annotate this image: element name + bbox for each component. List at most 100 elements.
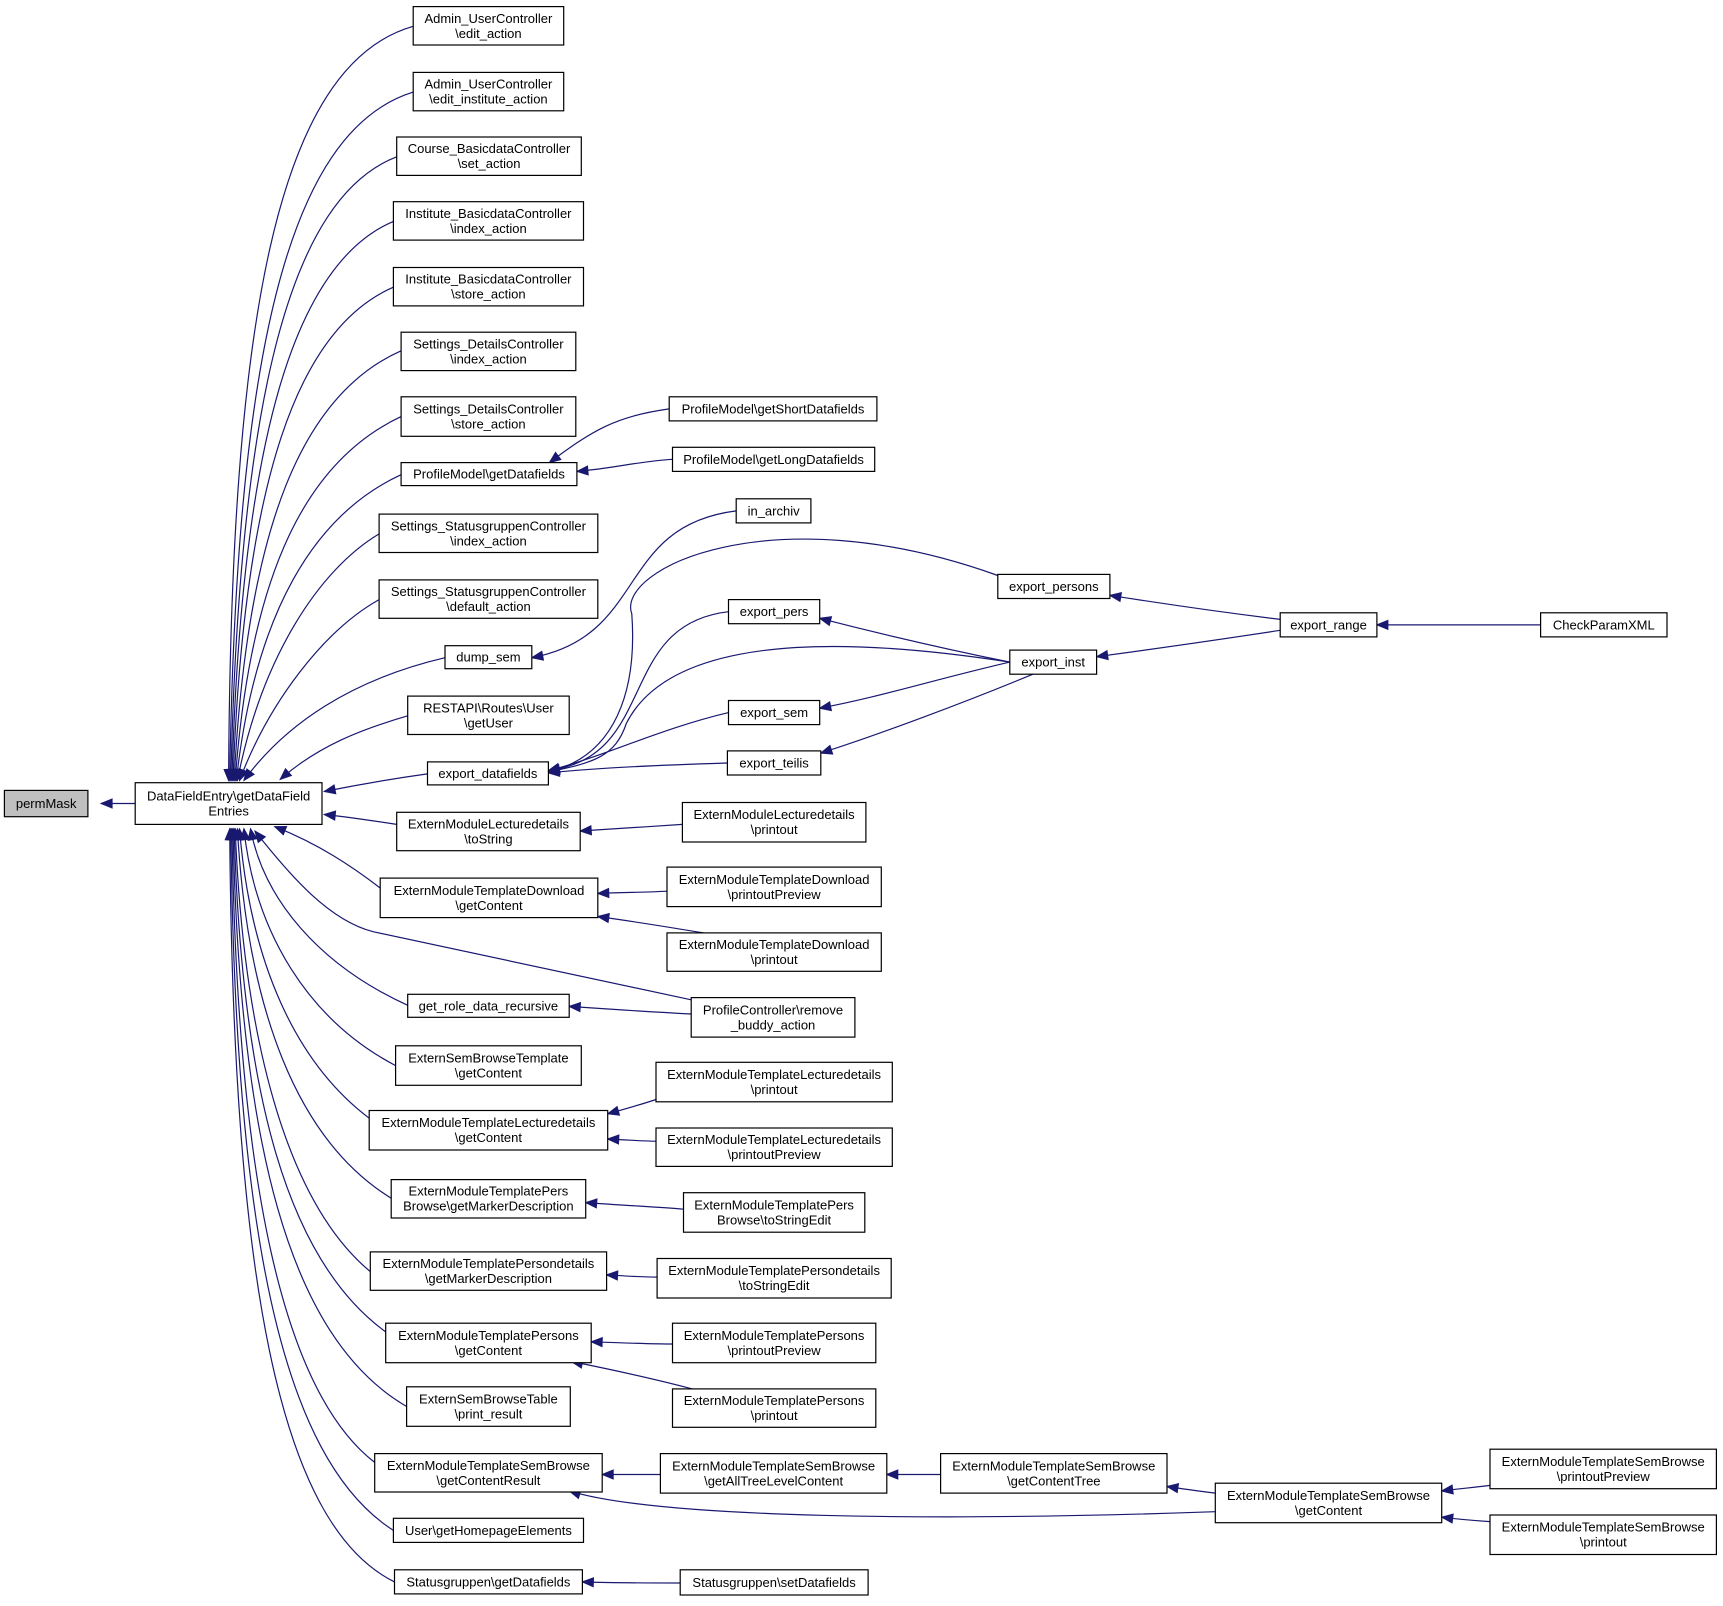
edge-line xyxy=(580,823,683,832)
node-label: ExternModuleTemplateDownload xyxy=(394,883,585,898)
arrowhead-icon xyxy=(885,1469,899,1480)
edge-n26-to-n1 xyxy=(224,827,395,1583)
graph-node[interactable]: Institute_BasicdataController\index_acti… xyxy=(392,201,585,241)
edge-line xyxy=(531,510,737,659)
graph-node[interactable]: ExternModuleLecturedetails\printout xyxy=(681,801,867,843)
graph-node[interactable]: ExternModuleTemplatePersons\printout xyxy=(671,1388,877,1428)
arrowhead-icon xyxy=(1375,619,1389,631)
node-label: export_teilis xyxy=(739,756,809,771)
node-box xyxy=(395,1045,582,1086)
graph-node[interactable]: Settings_DetailsController\index_action xyxy=(400,331,577,372)
graph-node[interactable]: export_teilis xyxy=(726,750,822,776)
edge-n5-to-n1 xyxy=(226,220,394,782)
graph-node[interactable]: ProfileModel\getShortDatafields xyxy=(668,396,878,422)
arrowhead-icon xyxy=(596,912,610,924)
node-label: \index_action xyxy=(450,533,527,548)
edge-n35-to-n33 xyxy=(1108,591,1281,620)
graph-node[interactable]: ExternModuleTemplatePersBrowse\toStringE… xyxy=(682,1192,866,1233)
graph-node[interactable]: ExternModuleTemplateSemBrowse\getContent xyxy=(1214,1482,1443,1524)
edge-line xyxy=(229,91,414,781)
graph-node[interactable]: ExternModuleTemplatePersondetails\toStri… xyxy=(656,1257,892,1299)
node-label: \print_result xyxy=(454,1407,522,1422)
graph-node[interactable]: User\getHomepageElements xyxy=(392,1517,585,1544)
graph-node[interactable]: ExternModuleTemplateLecturedetails\print… xyxy=(655,1127,893,1168)
graph-node[interactable]: ExternSemBrowseTable\print_result xyxy=(406,1386,571,1427)
node-label: \printoutPreview xyxy=(727,1147,821,1162)
graph-node[interactable]: ExternModuleTemplateSemBrowse\printoutPr… xyxy=(1489,1448,1717,1490)
graph-node[interactable]: get_role_data_recursive xyxy=(407,993,570,1018)
graph-node[interactable]: Institute_BasicdataController\store_acti… xyxy=(392,266,585,307)
node-label: DataFieldEntry\getDataField xyxy=(147,789,310,804)
graph-node[interactable]: ExternModuleTemplateLecturedetails\getCo… xyxy=(368,1109,609,1151)
edge-line xyxy=(233,828,387,1333)
graph-node[interactable]: ProfileModel\getDatafields xyxy=(400,462,578,487)
node-label: ExternModuleTemplateLecturedetails xyxy=(381,1115,595,1130)
edge-n21-to-n1 xyxy=(230,827,371,1273)
edge-line xyxy=(232,286,394,781)
arrowhead-icon xyxy=(322,784,337,795)
graph-node[interactable]: Admin_UserController\edit_action xyxy=(412,5,565,46)
graph-node[interactable]: RESTAPI\Routes\User\getUser xyxy=(407,695,570,736)
edge-n6-to-n1 xyxy=(228,286,394,782)
edge-n34-to-n14 xyxy=(547,645,1010,775)
graph-node[interactable]: ExternModuleTemplateSemBrowse\getContent… xyxy=(374,1452,603,1493)
edges-layer xyxy=(99,25,1541,1588)
node-box xyxy=(400,396,577,437)
graph-node[interactable]: Settings_StatusgruppenController\index_a… xyxy=(378,513,599,554)
graph-node[interactable]: ExternModuleTemplatePersons\printoutPrev… xyxy=(671,1322,877,1364)
node-label: ExternModuleTemplatePers xyxy=(409,1184,569,1199)
node-label: ExternModuleTemplateSemBrowse xyxy=(1227,1488,1430,1503)
graph-node[interactable]: in_archiv xyxy=(735,498,812,524)
graph-node[interactable]: ExternModuleTemplateDownload\getContent xyxy=(379,877,599,919)
arrowhead-icon xyxy=(584,1198,598,1209)
node-label: \printoutPreview xyxy=(727,1343,821,1358)
graph-node[interactable]: ProfileController\remove_buddy_action xyxy=(690,996,856,1038)
edge-n9-to-n1 xyxy=(232,474,402,782)
graph-node[interactable]: Statusgruppen\getDatafields xyxy=(393,1569,583,1595)
edge-n41-to-n19 xyxy=(606,1098,657,1116)
node-box xyxy=(655,1061,893,1103)
graph-node[interactable]: dump_sem xyxy=(444,645,533,670)
graph-node[interactable]: Admin_UserController\edit_institute_acti… xyxy=(412,71,565,112)
graph-node[interactable]: ExternModuleTemplateSemBrowse\getAllTree… xyxy=(659,1452,888,1494)
graph-node[interactable]: export_inst xyxy=(1009,649,1098,675)
node-box xyxy=(393,1569,583,1595)
edge-n47-to-n24 xyxy=(600,1469,661,1480)
edge-n40-to-n17 xyxy=(567,1001,692,1015)
graph-node[interactable]: Statusgruppen\setDatafields xyxy=(679,1569,869,1596)
node-label: \index_action xyxy=(450,351,527,366)
graph-node[interactable]: ExternModuleTemplatePersondetails\getMar… xyxy=(369,1251,608,1291)
node-label: ExternModuleTemplatePersondetails xyxy=(668,1263,880,1278)
node-box xyxy=(1279,612,1378,638)
graph-node[interactable]: ProfileModel\getLongDatafields xyxy=(671,446,876,472)
graph-node[interactable]: ExternModuleTemplatePersBrowse\getMarker… xyxy=(390,1178,587,1219)
node-label: Course_BasicdataController xyxy=(408,141,571,156)
root-node[interactable]: permMask xyxy=(3,789,89,818)
graph-node[interactable]: ExternModuleTemplateLecturedetails\print… xyxy=(655,1061,893,1103)
graph-node[interactable]: Settings_DetailsController\store_action xyxy=(400,396,577,437)
graph-node[interactable]: ExternModuleTemplateSemBrowse\printout xyxy=(1489,1514,1717,1556)
graph-node[interactable]: ExternModuleLecturedetails\toString xyxy=(396,811,581,852)
node-label: \getContent xyxy=(455,1066,523,1081)
node-label: \getAllTreeLevelContent xyxy=(704,1473,843,1488)
graph-node[interactable]: ExternModuleTemplatePersons\getContent xyxy=(385,1322,592,1364)
node-box xyxy=(385,1322,592,1364)
graph-node[interactable]: ExternSemBrowseTemplate\getContent xyxy=(395,1045,582,1086)
graph-node[interactable]: export_datafields xyxy=(426,761,550,786)
node-label: \printout xyxy=(751,952,798,967)
graph-node[interactable]: ExternModuleTemplateSemBrowse\getContent… xyxy=(939,1452,1168,1494)
graph-node[interactable]: export_pers xyxy=(727,598,821,625)
graph-node[interactable]: CheckParamXML xyxy=(1539,612,1668,638)
graph-node[interactable]: Settings_StatusgruppenController\default… xyxy=(378,579,599,619)
graph-node[interactable]: export_sem xyxy=(727,699,821,726)
graph-node[interactable]: ExternModuleTemplateDownload\printoutPre… xyxy=(666,866,882,908)
graph-node[interactable]: ExternModuleTemplateDownload\printout xyxy=(666,932,882,972)
graph-node[interactable]: Course_BasicdataController\set_action xyxy=(396,136,582,177)
graph-node[interactable]: export_persons xyxy=(997,573,1111,600)
edge-n16-to-n1 xyxy=(273,825,381,889)
node-label: Statusgruppen\setDatafields xyxy=(692,1575,856,1590)
arrowhead-icon xyxy=(322,810,337,821)
graph-node[interactable]: export_range xyxy=(1279,612,1378,638)
